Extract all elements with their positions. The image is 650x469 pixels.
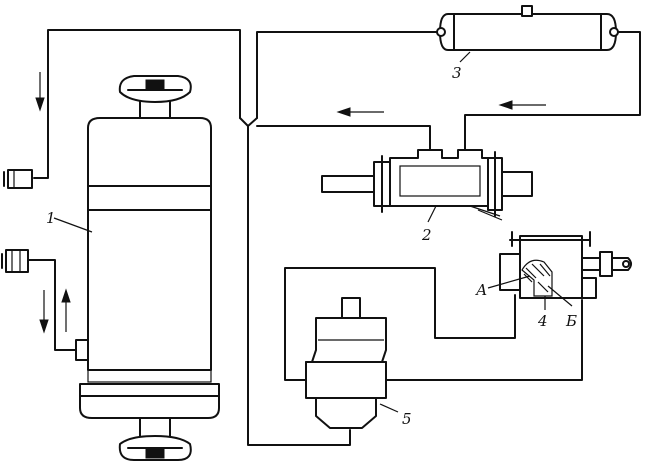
cylinder-skirt-band <box>87 369 212 383</box>
label-port-a: А <box>475 281 487 299</box>
plug-connector-top <box>3 169 33 189</box>
arrow-down-left-line <box>35 72 45 112</box>
flow-arrows <box>35 72 546 334</box>
pipelines <box>27 29 641 446</box>
pipe-junction <box>239 117 258 127</box>
part-4-valve <box>499 231 632 299</box>
label-port-b: Б <box>565 312 577 330</box>
cylinder-bottom-mount <box>118 417 192 461</box>
pipe-pump-right <box>384 299 583 381</box>
arrow-left-right-side <box>498 100 546 110</box>
pipe-return-down <box>247 125 351 446</box>
pipe-receiver-right <box>464 31 641 151</box>
arrow-down-hose <box>39 290 49 334</box>
cylinder-top-mount <box>118 75 192 119</box>
label-cylinder: 1 <box>46 209 56 227</box>
cylinder <box>75 75 220 461</box>
labels: 1 3 2 А 4 Б 5 <box>46 64 577 428</box>
arrow-left-upper <box>336 107 384 117</box>
pipe-pump-to-4 <box>284 267 516 381</box>
label-receiver: 3 <box>452 64 462 82</box>
receiver <box>436 5 619 51</box>
pipe-receiver-left <box>256 31 441 119</box>
label-distributor: 2 <box>421 226 432 244</box>
pipe-cylinder-hose <box>27 259 81 351</box>
leader-lines <box>53 51 573 413</box>
plug-connector-bottom <box>1 249 29 273</box>
label-pump: 5 <box>402 410 412 428</box>
pipe-top-left <box>33 29 241 179</box>
pipe-distributor-left <box>256 125 431 151</box>
cylinder-upper-body <box>87 117 212 211</box>
distributor <box>321 149 533 221</box>
cylinder-lower-body <box>87 209 212 371</box>
cylinder-base <box>79 383 220 419</box>
arrow-up-hose <box>61 288 71 332</box>
label-part-4: 4 <box>537 312 548 330</box>
cylinder-port <box>75 339 89 361</box>
pump <box>305 297 387 429</box>
